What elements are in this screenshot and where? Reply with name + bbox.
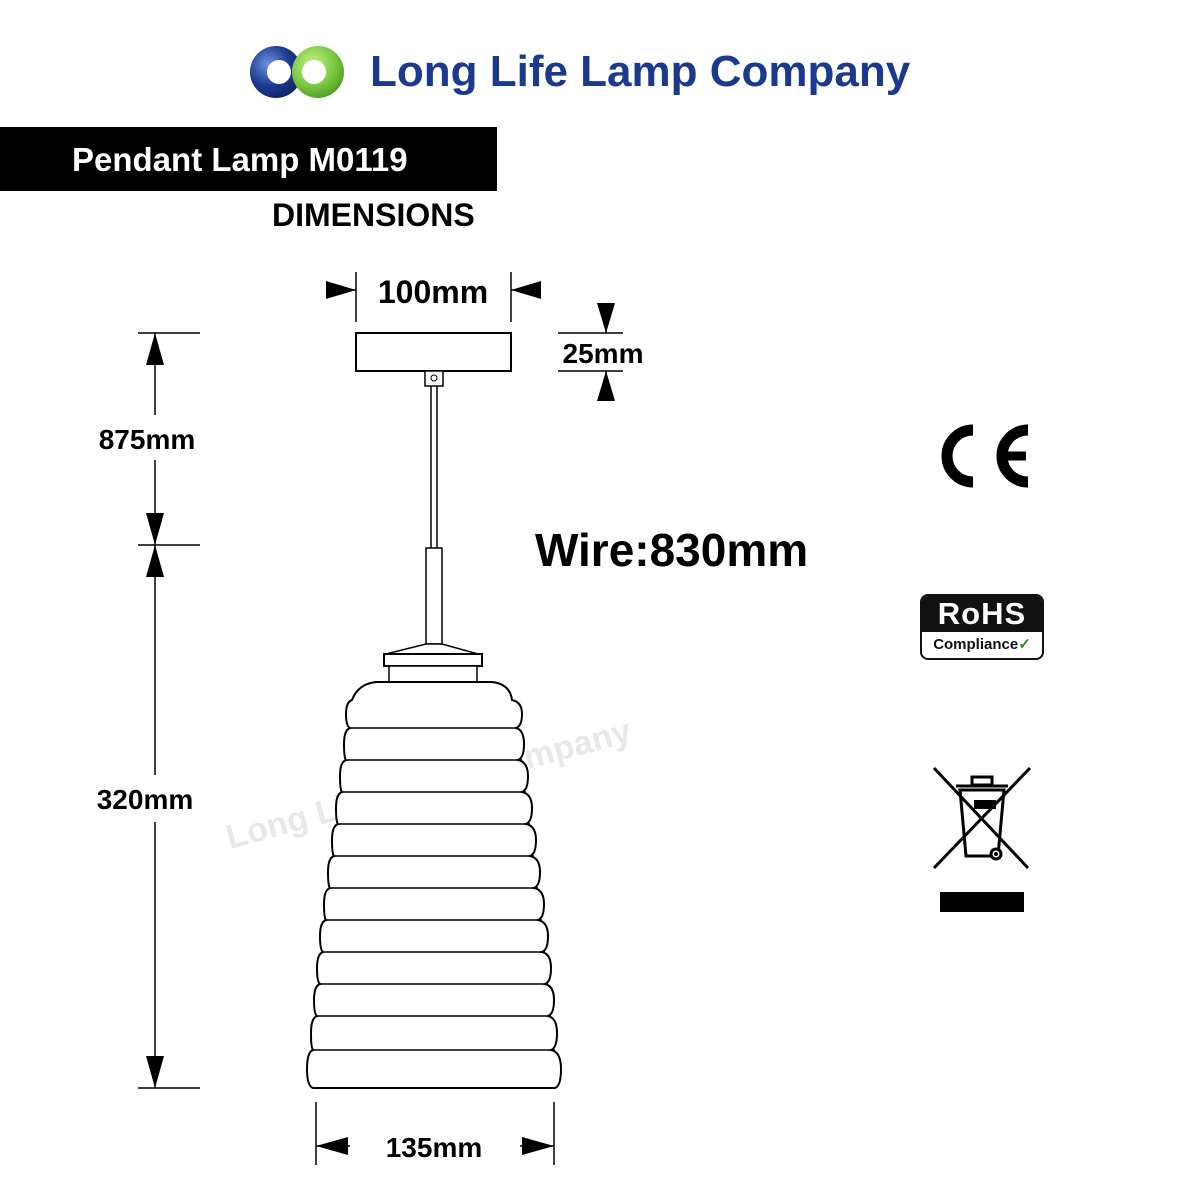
arrow-320-top (146, 545, 164, 577)
rohs-subtitle: Compliance (933, 636, 1019, 653)
canopy-width-label: 100mm (378, 274, 488, 310)
title-bar (0, 127, 497, 191)
arrow-canopy-bottom (597, 371, 615, 401)
company-logo-icon (250, 46, 344, 98)
canopy (355, 332, 512, 372)
company-name: Long Life Lamp Company (370, 47, 911, 96)
arrow-canopy-top (597, 303, 615, 333)
arrow-320-bottom (146, 1056, 164, 1088)
ce-mark-icon (941, 424, 1029, 488)
shade-height-label: 320mm (97, 784, 194, 815)
arrow-875-bottom (146, 513, 164, 545)
section-label: DIMENSIONS (272, 197, 475, 233)
shade-width-label: 135mm (386, 1132, 483, 1163)
wire-clamp (424, 370, 444, 387)
glass-shade (305, 681, 563, 1089)
arrow-canopy-left (326, 281, 356, 299)
rod (425, 547, 443, 645)
canopy-height-label: 25mm (563, 338, 644, 369)
weee-crossed-bin-icon (932, 766, 1032, 912)
rohs-title: RoHS (922, 596, 1042, 632)
lamp-holder (385, 643, 479, 655)
product-title: Pendant Lamp M0119 (72, 141, 408, 178)
wire-length-label: Wire:830mm (535, 524, 809, 576)
check-icon: ✓ (1018, 636, 1031, 653)
arrow-135-left (316, 1137, 348, 1155)
arrow-canopy-right (511, 281, 541, 299)
arrow-135-right (522, 1137, 554, 1155)
rohs-subtitle-row: Compliance✓ (922, 632, 1042, 658)
arrow-875-top (146, 333, 164, 365)
suspension-length-label: 875mm (99, 424, 196, 455)
rohs-compliance-badge: RoHS Compliance✓ (920, 594, 1044, 660)
